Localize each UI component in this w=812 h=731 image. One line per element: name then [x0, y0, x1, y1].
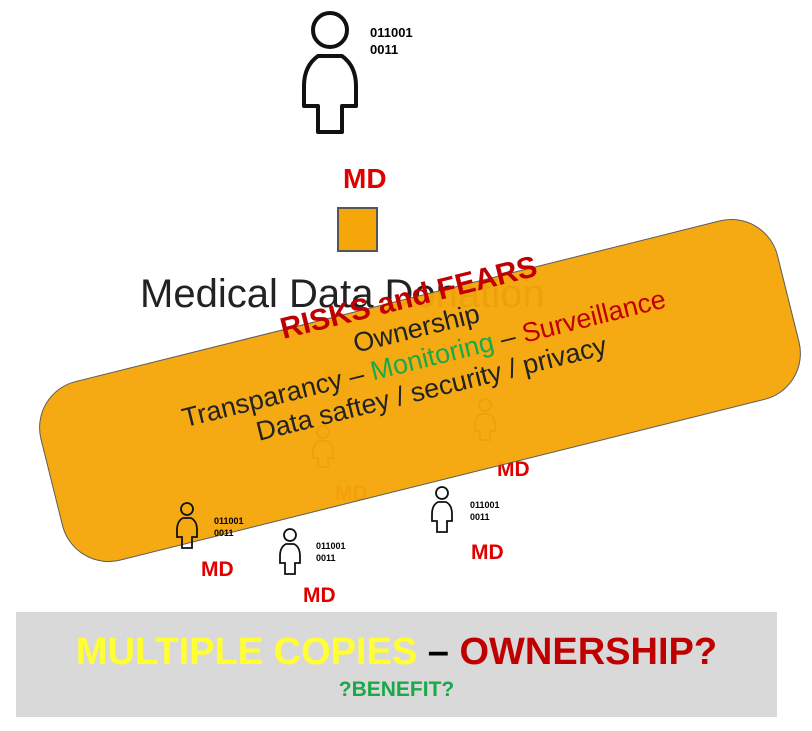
banner-headline: MULTIPLE COPIES – OWNERSHIP? — [16, 631, 777, 674]
person-icon — [279, 528, 301, 576]
person-icon — [300, 10, 360, 135]
binary-data-label: 011001 0011 — [214, 516, 244, 538]
banner-copies: MULTIPLE COPIES — [75, 631, 418, 673]
binary-data-label: 011001 0011 — [470, 500, 500, 522]
md-label: MD — [303, 584, 336, 607]
banner-ownership: OWNERSHIP? — [459, 631, 718, 673]
person-icon — [431, 486, 453, 534]
md-label: MD — [471, 541, 504, 564]
banner-separator: – — [417, 631, 460, 673]
binary-data-label: 011001 0011 — [370, 25, 413, 57]
banner-benefit: ?BENEFIT? — [338, 677, 455, 701]
binary-data-label: 011001 0011 — [316, 541, 346, 563]
data-block — [337, 207, 378, 252]
person-icon — [176, 502, 198, 550]
md-label: MD — [201, 558, 234, 581]
md-label: MD — [343, 163, 387, 194]
bottom-banner: MULTIPLE COPIES – OWNERSHIP? ?BENEFIT? — [16, 612, 777, 717]
